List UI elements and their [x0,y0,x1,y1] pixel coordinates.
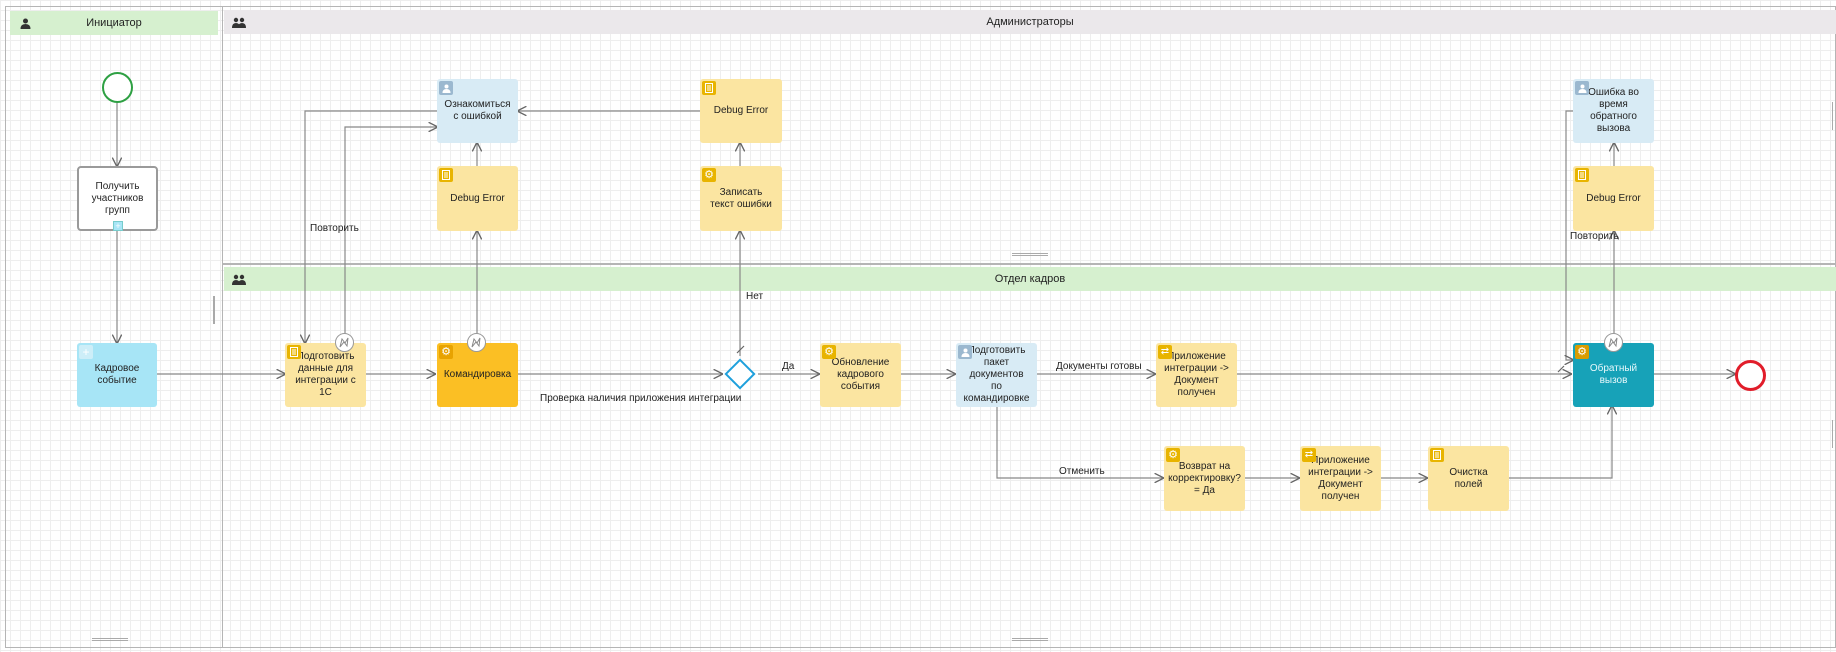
user-icon [18,16,32,30]
task-label: Ошибка во время обратного вызова [1588,87,1639,134]
flow-label-repeat: Повторить [1570,231,1619,242]
error-icon [339,337,349,348]
task-update-event[interactable]: ⚙ Обновление кадрового события [820,343,901,407]
task-label: Обновление кадрового события [831,357,890,392]
user-task-icon [439,81,453,95]
start-event[interactable] [102,72,133,103]
subprocess-marker-icon[interactable]: + [113,221,123,231]
group-icon [232,272,246,286]
lane-header-initiator[interactable]: Инициатор [10,11,218,35]
flow-label-repeat: Повторить [310,223,359,234]
script-icon [702,81,716,95]
user-task-icon [1575,81,1589,95]
lane-header-hr[interactable]: Отдел кадров [224,267,1836,291]
resize-handle-initiator[interactable] [92,638,128,641]
task-prepare-package[interactable]: Подготовить пакет документов по командир… [956,343,1037,407]
task-callback-error[interactable]: Ошибка во время обратного вызова [1573,79,1654,143]
boundary-error-event[interactable] [467,333,486,352]
lane-title-admins: Администраторы [986,16,1074,28]
exchange-icon: ⇄ [1302,448,1316,462]
flow-label-no: Нет [746,291,764,302]
task-label: Получить участников групп [91,180,144,216]
flow-callbackerror-to-callback-repeat [1566,110,1573,360]
task-label: Записать текст ошибки [710,186,772,210]
user-task-icon [958,345,972,359]
default-flow-tick [736,345,745,354]
task-clear-fields[interactable]: Очистка полей [1428,446,1509,511]
task-label: Ознакомиться с ошибкой [444,99,511,122]
task-label: Debug Error [450,192,505,204]
task-review-error[interactable]: Ознакомиться с ошибкой [437,79,518,143]
boundary-error-event[interactable] [335,333,354,352]
script-icon [1430,448,1444,462]
resize-handle-admins[interactable] [1012,253,1048,256]
task-get-members[interactable]: Получить участников групп + [77,166,158,231]
lane-title-hr: Отдел кадров [994,273,1066,285]
gear-icon: ⚙ [1166,448,1180,462]
boundary-error-event[interactable] [1604,333,1623,352]
group-icon [232,15,246,29]
end-event[interactable] [1735,360,1766,391]
flow-package-to-return [996,406,1163,478]
task-label: Подготовить пакет документов по командир… [963,345,1030,404]
task-hr-event[interactable]: + Кадровое событие [77,343,157,407]
task-write-error[interactable]: ⚙ Записать текст ошибки [700,166,782,231]
script-icon [287,345,301,359]
task-label: Командировка [443,369,512,380]
task-app-doc-received-2[interactable]: ⇄ Приложение интеграции -> Документ полу… [1300,446,1381,511]
task-label: Обратный вызов [1589,363,1638,386]
task-trip[interactable]: ⚙ Командировка [437,343,518,407]
script-icon [439,168,453,182]
exchange-icon: ⇄ [1158,345,1172,359]
side-grip-right-top[interactable] [1832,102,1834,130]
lane-header-admins[interactable]: Администраторы [224,10,1836,34]
gear-icon: ⚙ [1575,345,1589,359]
task-label: Debug Error [713,105,769,116]
flow-prepare-boundary-to-review [344,127,437,341]
flow-label-yes: Да [782,361,795,372]
flow-label-cancel: Отменить [1059,466,1105,477]
resize-handle-hr[interactable] [1012,638,1048,641]
side-grip-left[interactable] [213,296,215,324]
task-app-doc-received-1[interactable]: ⇄ Приложение интеграции -> Документ полу… [1156,343,1237,407]
task-label: Кадровое событие [94,363,140,386]
flow-clear-to-callback [1509,406,1612,479]
task-return-correction[interactable]: ⚙ Возврат на корректировку? = Да [1164,446,1245,511]
task-callback[interactable]: ⚙ Обратный вызов [1573,343,1654,407]
task-debug-error-1[interactable]: Debug Error [700,79,782,143]
flow-label-docs-ready: Документы готовы [1056,361,1142,372]
task-label: Приложение интеграции -> Документ получе… [1308,454,1373,502]
task-label: Возврат на корректировку? = Да [1168,460,1241,496]
lane-title-initiator: Инициатор [86,17,142,29]
task-label: Подготовить данные для интеграции с 1С [295,351,356,398]
gear-icon: ⚙ [439,345,453,359]
gateway-label: Проверка наличия приложения интеграции [540,393,742,404]
task-label: Очистка полей [1449,466,1488,490]
gear-icon: ⚙ [702,168,716,182]
task-label: Приложение интеграции -> Документ получе… [1164,351,1229,398]
gear-icon: ⚙ [822,345,836,359]
task-label: Debug Error [1586,192,1641,204]
default-flow-tick [1557,365,1565,373]
error-icon [471,337,481,348]
script-icon [1575,168,1589,182]
side-grip-right-bottom[interactable] [1832,420,1834,448]
plus-icon: + [79,345,93,359]
task-prepare-data[interactable]: Подготовить данные для интеграции с 1С [285,343,366,407]
flow-review-to-prepare-repeat [305,110,437,343]
task-debug-error-2[interactable]: Debug Error [437,166,518,231]
error-icon [1608,337,1618,348]
task-debug-error-3[interactable]: Debug Error [1573,166,1654,231]
